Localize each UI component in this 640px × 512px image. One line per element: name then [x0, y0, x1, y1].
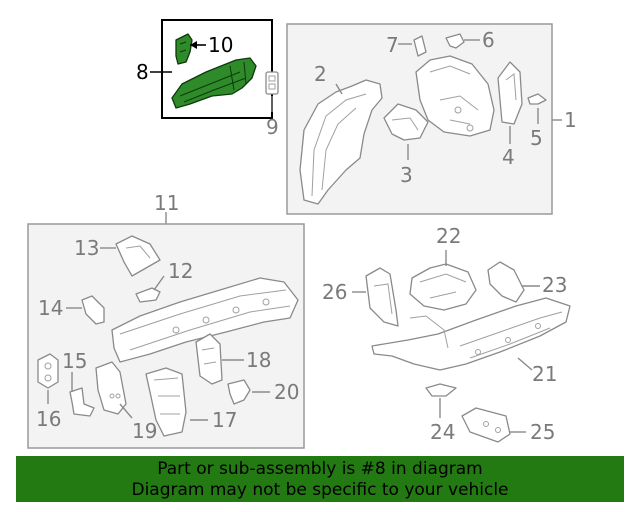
callout-4: 4: [502, 145, 515, 169]
callout-18: 18: [246, 348, 271, 372]
notice-line-2: Diagram may not be specific to your vehi…: [131, 480, 509, 500]
part-17-bracket[interactable]: [145, 367, 187, 437]
part-12-clip[interactable]: [135, 287, 161, 303]
callout-6: 6: [482, 28, 495, 52]
callout-20: 20: [274, 380, 299, 404]
callout-12: 12: [168, 259, 193, 283]
part-14-bracket[interactable]: [81, 295, 105, 325]
part-13-bracket[interactable]: [115, 235, 161, 277]
part-2-wheelhouse[interactable]: [299, 79, 383, 205]
part-25-bracket[interactable]: [461, 407, 511, 443]
part-5-clip[interactable]: [527, 93, 547, 105]
group-8-box: [150, 19, 273, 119]
callout-10: 10: [208, 33, 233, 57]
part-10-bracket[interactable]: [175, 33, 193, 65]
group-11-box: [27, 212, 305, 449]
part-9-clip[interactable]: [265, 71, 279, 112]
callout-13: 13: [74, 236, 99, 260]
part-26-panel[interactable]: [365, 267, 399, 327]
callout-7: 7: [386, 33, 399, 57]
callout-5: 5: [530, 126, 543, 150]
group-1-box: [286, 23, 562, 215]
callout-9: 9: [266, 115, 279, 139]
callout-16: 16: [36, 407, 61, 431]
part-6-bracket[interactable]: [445, 33, 465, 49]
callout-21: 21: [532, 362, 557, 386]
callout-24: 24: [430, 420, 455, 444]
part-18-bracket[interactable]: [195, 333, 223, 385]
callout-8: 8: [136, 60, 149, 84]
callout-19: 19: [132, 419, 157, 443]
part-3-bracket[interactable]: [383, 103, 429, 141]
callout-14: 14: [38, 296, 63, 320]
part-16-plate[interactable]: [37, 353, 59, 389]
part-23-bracket[interactable]: [487, 261, 525, 303]
callout-11: 11: [154, 191, 179, 215]
callout-22: 22: [436, 224, 461, 248]
callout-25: 25: [530, 420, 555, 444]
part-19-bracket[interactable]: [95, 361, 127, 415]
part-7-bracket[interactable]: [413, 35, 427, 57]
part-8-rail[interactable]: [171, 57, 257, 109]
part-20-clip[interactable]: [227, 379, 251, 405]
callout-2: 2: [314, 62, 327, 86]
part-22-bracket[interactable]: [409, 263, 477, 311]
callout-17: 17: [212, 408, 237, 432]
part-15-bracket[interactable]: [69, 387, 95, 417]
part-1-tower[interactable]: [415, 55, 495, 137]
callout-1: 1: [564, 108, 577, 132]
part-4-bracket[interactable]: [497, 61, 523, 125]
callout-26: 26: [322, 280, 347, 304]
callout-3: 3: [400, 163, 413, 187]
part-24-clip[interactable]: [425, 383, 457, 397]
frame-group: [352, 250, 571, 443]
part-21-frame[interactable]: [371, 297, 571, 371]
diagram-notice-banner: Part or sub-assembly is #8 in diagram Di…: [16, 456, 624, 502]
notice-line-1: Part or sub-assembly is #8 in diagram: [157, 459, 483, 479]
callout-23: 23: [542, 273, 567, 297]
callout-15: 15: [62, 349, 87, 373]
